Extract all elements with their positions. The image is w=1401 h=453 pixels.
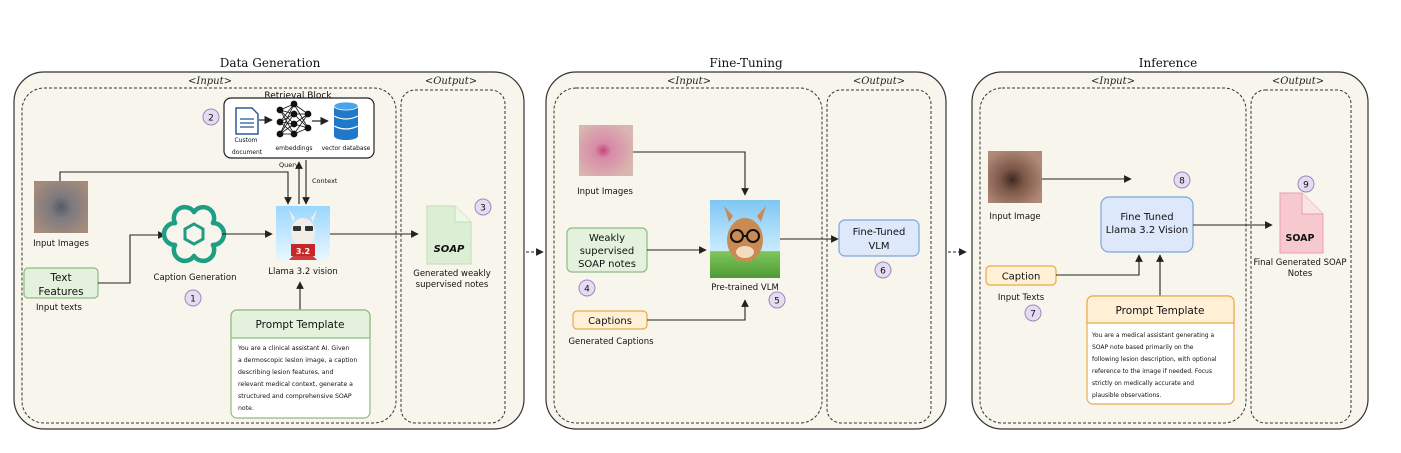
weak-notes-label-3: SOAP notes xyxy=(578,259,636,270)
step-circle xyxy=(202,108,220,126)
inference-panel: Inference <Input> <Output> Input Image F… xyxy=(971,56,1369,430)
context-label: Context xyxy=(312,177,338,185)
inference-input-tag: <Input> xyxy=(1091,76,1135,87)
inference-input-region xyxy=(979,87,1247,424)
step-number: 2 xyxy=(208,114,214,124)
input-images-label: Input Images xyxy=(577,187,633,197)
input-image-thumbnail xyxy=(34,181,88,233)
prompt-template-line: a dermoscopic lesion image, a caption xyxy=(238,357,357,364)
final-notes-label-2: Notes xyxy=(1288,269,1313,279)
fine-tuning-output-tag: <Output> xyxy=(853,76,905,87)
data-generation-output-tag: <Output> xyxy=(425,76,477,87)
prompt-template-line: following lesion description, with optio… xyxy=(1092,356,1217,363)
generated-notes-label-2: supervised notes xyxy=(416,280,489,290)
llama-model-image xyxy=(276,206,330,260)
fine-tuned-vlm-box xyxy=(838,219,920,257)
step-circle xyxy=(1173,171,1191,189)
weak-notes-label-1: Weakly xyxy=(589,233,625,244)
input-texts-label: Input Texts xyxy=(998,293,1045,303)
fine-tuning-panel: Fine-Tuning <Input> <Output> Input Image… xyxy=(545,56,947,430)
retrieval-block-title: Retrieval Block xyxy=(264,91,332,101)
data-generation-title: Data Generation xyxy=(220,56,321,70)
llama-badge: 3.2 xyxy=(296,247,310,256)
llama-vision-label: Llama 3.2 vision xyxy=(268,267,338,277)
data-generation-input-tag: <Input> xyxy=(188,76,232,87)
fine-tuning-title: Fine-Tuning xyxy=(709,56,783,70)
fine-tuned-llama-label-2: Llama 3.2 Vision xyxy=(1106,225,1188,236)
input-image-thumbnail xyxy=(579,125,633,176)
soap-document-icon xyxy=(426,205,472,265)
final-soap-document-icon xyxy=(1279,192,1324,254)
caption-generation-label: Caption Generation xyxy=(154,273,237,283)
inference-title: Inference xyxy=(1139,56,1197,70)
input-image-thumbnail xyxy=(988,151,1042,203)
prompt-template-title: Prompt Template xyxy=(1116,305,1205,317)
neural-network-icon xyxy=(276,100,312,138)
fine-tuned-vlm-label-1: Fine-Tuned xyxy=(853,227,906,238)
document-icon xyxy=(235,107,259,135)
input-texts-label: Input texts xyxy=(36,303,82,313)
captions-label: Captions xyxy=(588,316,632,327)
vector-database-label: vector database xyxy=(322,145,371,152)
text-features-label-1: Text xyxy=(49,272,71,284)
prompt-template-line: structured and comprehensive SOAP xyxy=(238,393,352,400)
custom-document-label-2: document xyxy=(232,149,263,156)
pretrained-vlm-label: Pre-trained VLM xyxy=(711,283,779,293)
text-features-label-2: Features xyxy=(38,286,83,298)
prompt-template-line: You are a clinical assistant AI. Given xyxy=(237,345,349,352)
data-generation-output-region xyxy=(400,89,506,424)
fine-tuning-input-tag: <Input> xyxy=(667,76,711,87)
step-number: 9 xyxy=(1303,181,1309,191)
prompt-template-line: plausible observations. xyxy=(1092,392,1161,399)
prompt-template-line: strictly on medically accurate and xyxy=(1092,380,1194,387)
step-circle xyxy=(874,261,892,279)
weak-notes-label-2: supervised xyxy=(580,246,635,257)
embeddings-label: embeddings xyxy=(275,145,312,152)
fine-tuned-llama-label-1: Fine Tuned xyxy=(1120,212,1173,223)
soap-document-label: SOAP xyxy=(434,244,465,255)
step-number: 3 xyxy=(480,204,486,214)
step-circle xyxy=(1297,175,1315,193)
step-circle xyxy=(1024,304,1042,322)
prompt-template-line: note. xyxy=(238,405,254,412)
step-number: 5 xyxy=(774,297,780,307)
database-icon xyxy=(333,101,359,140)
caption-label: Caption xyxy=(1002,272,1041,283)
prompt-template-line: describing lesion features, and xyxy=(238,369,333,376)
step-circle xyxy=(474,198,492,216)
prompt-template-line: You are a medical assistant generating a xyxy=(1091,332,1214,339)
custom-document-label-1: Custom xyxy=(235,137,258,144)
step-number: 1 xyxy=(190,295,196,305)
step-number: 7 xyxy=(1030,310,1036,320)
query-label: Query xyxy=(279,161,299,169)
step-circle xyxy=(578,279,596,297)
input-image-label: Input Image xyxy=(989,212,1040,222)
step-number: 6 xyxy=(880,267,886,277)
final-notes-label-1: Final Generated SOAP xyxy=(1254,258,1347,268)
pretrained-llama-image xyxy=(710,200,780,278)
data-generation-input-region xyxy=(21,87,397,424)
prompt-template-line: SOAP note based primarily on the xyxy=(1092,344,1194,351)
final-soap-document-label: SOAP xyxy=(1286,233,1315,244)
prompt-template-title: Prompt Template xyxy=(256,319,345,331)
fine-tuning-input-region xyxy=(553,87,823,424)
data-generation-panel: Data Generation <Input> <Output> Retriev… xyxy=(13,56,525,430)
step-circle xyxy=(768,291,786,309)
inference-output-tag: <Output> xyxy=(1272,76,1324,87)
step-number: 8 xyxy=(1179,177,1185,187)
inference-output-region xyxy=(1250,89,1352,424)
generated-notes-label-1: Generated weakly xyxy=(413,269,491,279)
fine-tuned-vlm-label-2: VLM xyxy=(868,241,889,252)
generated-captions-label: Generated Captions xyxy=(568,337,654,347)
prompt-template-line: reference to the image if needed. Focus xyxy=(1092,368,1212,375)
input-images-label: Input Images xyxy=(33,239,89,249)
step-circle xyxy=(184,289,202,307)
step-number: 4 xyxy=(584,285,590,295)
prompt-template-line: relevant medical context, generate a xyxy=(238,381,353,388)
fine-tuning-output-region xyxy=(826,89,932,424)
